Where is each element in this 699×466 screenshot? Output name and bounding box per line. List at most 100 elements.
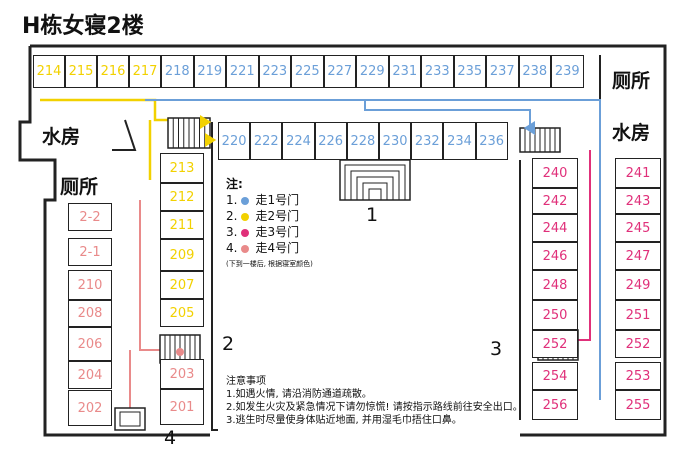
room-228: 228 — [346, 122, 379, 160]
legend-item-number: 2. — [226, 209, 238, 223]
room-226: 226 — [314, 122, 347, 160]
door-1-label: 1 — [366, 204, 379, 226]
door-4-label: 4 — [164, 427, 177, 449]
legend-item: 1.走1号门 — [226, 192, 313, 208]
room-223: 223 — [258, 55, 291, 88]
room-206: 206 — [68, 327, 112, 361]
door-2-label: 2 — [222, 333, 235, 355]
room-241: 241 — [615, 158, 661, 188]
room-255: 255 — [615, 390, 661, 420]
room-243: 243 — [615, 188, 661, 214]
room-222: 222 — [250, 122, 283, 160]
notes-line: 2.如发生火灾及紧急情况下请勿惊慌! 请按指示路线前往安全出口。 — [226, 402, 523, 413]
notes-head: 注意事项 — [226, 376, 266, 387]
room-208: 208 — [68, 300, 112, 327]
room-210: 210 — [68, 270, 112, 300]
wall-water-room — [112, 119, 137, 151]
room-244: 244 — [532, 214, 578, 242]
door-4-box — [114, 407, 146, 431]
room-207: 207 — [160, 271, 204, 299]
toilet-left-label: 厕所 — [60, 176, 99, 198]
room-256: 256 — [532, 390, 578, 420]
room-213: 213 — [160, 153, 204, 183]
room-245: 245 — [615, 214, 661, 242]
notes-line: 1.如遇火情, 请沿消防通道疏散。 — [226, 389, 372, 400]
room-203: 203 — [160, 359, 204, 389]
legend-dot-icon — [241, 212, 250, 221]
arrow-yellow-icon — [200, 115, 212, 129]
notes-line: 3.逃生时尽量使身体贴近地面, 并用湿毛巾捂住口鼻。 — [226, 415, 462, 426]
room-251: 251 — [615, 300, 661, 330]
room-219: 219 — [193, 55, 226, 88]
arrow-salmon-icon — [176, 348, 184, 356]
legend-item-number: 3. — [226, 225, 238, 239]
room-212: 212 — [160, 183, 204, 211]
room-204: 204 — [68, 361, 112, 389]
page-title: H栋女寝2楼 — [22, 14, 144, 39]
water-room-right-label: 水房 — [612, 122, 651, 144]
legend-dot-icon — [241, 196, 250, 205]
room-252: 252 — [615, 330, 661, 358]
room-252: 252 — [532, 330, 578, 358]
room-236: 236 — [475, 122, 508, 160]
room-211: 211 — [160, 211, 204, 239]
room-242: 242 — [532, 188, 578, 214]
door-3-label: 3 — [490, 338, 503, 360]
legend-item-text: 走2号门 — [255, 209, 300, 223]
room-232: 232 — [411, 122, 444, 160]
room-2-2: 2-2 — [68, 203, 112, 231]
room-217: 217 — [129, 55, 161, 88]
arrow-yellow-icon — [205, 133, 217, 147]
yellow-path-top — [40, 98, 195, 122]
room-230: 230 — [379, 122, 412, 160]
legend-item-number: 4. — [226, 241, 238, 255]
room-2-1: 2-1 — [68, 238, 112, 266]
water-room-left-label: 水房 — [42, 126, 81, 148]
outer-wall-left — [18, 46, 210, 437]
blue-path-branch — [364, 100, 531, 125]
room-201: 201 — [160, 389, 204, 425]
legend-head: 注: — [226, 177, 243, 191]
room-216: 216 — [97, 55, 129, 88]
legend-item: 4. 走4号门 — [226, 240, 313, 256]
room-240: 240 — [532, 158, 578, 188]
legend-dot-icon — [241, 244, 250, 253]
legend-item: 3. 走3号门 — [226, 224, 313, 240]
room-235: 235 — [453, 55, 486, 88]
room-209: 209 — [160, 239, 204, 271]
blue-path — [145, 99, 601, 400]
door-1-step — [368, 188, 382, 201]
door-4-inner — [119, 411, 141, 427]
room-250: 250 — [532, 300, 578, 330]
room-205: 205 — [160, 299, 204, 327]
legend-item-text: 走4号门 — [255, 241, 300, 255]
room-229: 229 — [356, 55, 389, 88]
room-234: 234 — [443, 122, 476, 160]
toilet-right-label: 厕所 — [612, 70, 651, 92]
arrow-blue-icon — [523, 121, 535, 135]
door-1-box — [339, 159, 411, 201]
legend-item: 2. 走2号门 — [226, 208, 313, 224]
room-220: 220 — [218, 122, 251, 160]
room-233: 233 — [421, 55, 454, 88]
legend-dot-icon — [241, 228, 250, 237]
room-231: 231 — [388, 55, 421, 88]
notes-lines: 1.如遇火情, 请沿消防通道疏散。 2.如发生火灾及紧急情况下请勿惊慌! 请按指示… — [226, 388, 523, 427]
room-249: 249 — [615, 270, 661, 300]
room-248: 248 — [532, 270, 578, 300]
room-225: 225 — [291, 55, 324, 88]
room-218: 218 — [161, 55, 194, 88]
room-253: 253 — [615, 362, 661, 390]
room-237: 237 — [486, 55, 519, 88]
room-202: 202 — [68, 390, 112, 426]
legend-item-text: 走1号门 — [255, 193, 300, 207]
legend-item-text: 走3号门 — [255, 225, 300, 239]
notes: 注意事项 1.如遇火情, 请沿消防通道疏散。 2.如发生火灾及紧急情况下请勿惊慌!… — [226, 375, 523, 427]
inner-wall-left — [211, 122, 218, 431]
room-239: 239 — [551, 55, 584, 88]
room-227: 227 — [323, 55, 356, 88]
